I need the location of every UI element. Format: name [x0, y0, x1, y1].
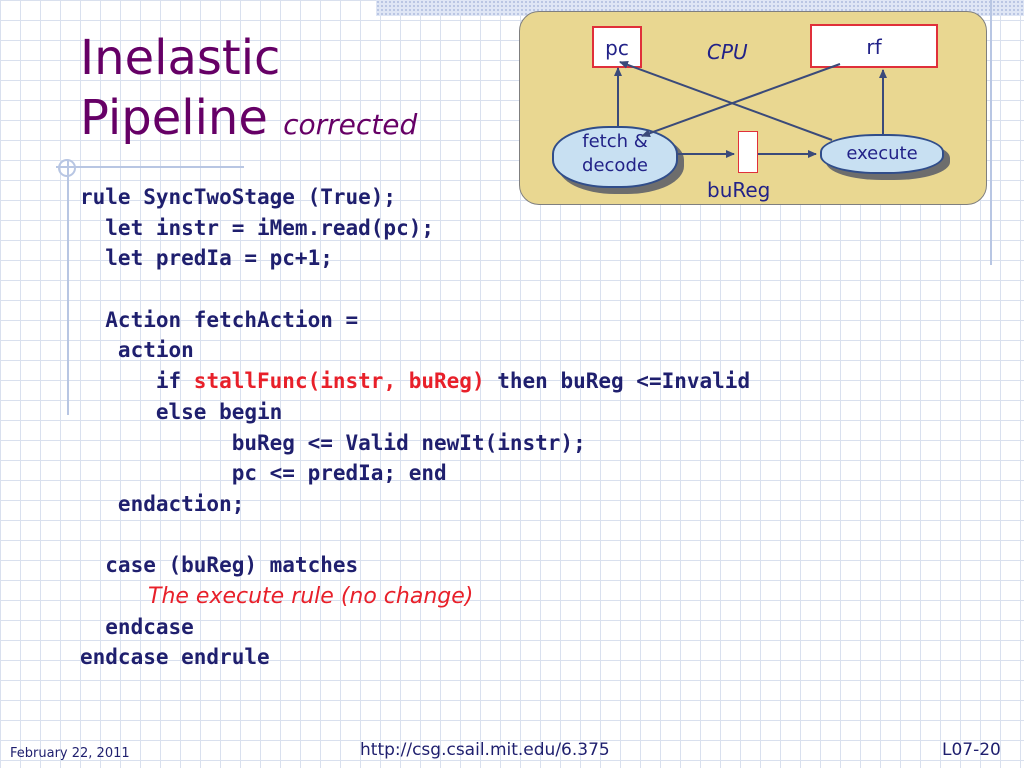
fetch-label-line-2: decode — [582, 155, 648, 176]
code-listing: rule SyncTwoStage (True); let instr = iM… — [80, 182, 750, 673]
bureg-label: buReg — [707, 178, 771, 202]
decorative-circle — [58, 159, 76, 177]
arrow-rf-to-fetch — [641, 63, 841, 138]
left-vertical-rule — [67, 160, 69, 415]
code-if-prefix: if — [80, 369, 194, 394]
code-line: Action fetchAction = — [80, 307, 359, 332]
code-line: buReg <= Valid newIt(instr); — [80, 430, 586, 455]
fetch-label-line-1: fetch & — [582, 131, 648, 152]
code-line: case (buReg) matches — [80, 553, 359, 578]
code-line: endaction; — [80, 491, 245, 516]
code-line: let instr = iMem.read(pc); — [80, 215, 435, 240]
code-line: pc <= predIa; end — [80, 461, 447, 486]
rf-register-box: rf — [810, 24, 938, 68]
code-line-if: if stallFunc(instr, buReg) then buReg <=… — [80, 366, 750, 397]
code-line: endcase endrule — [80, 645, 270, 670]
code-if-suffix: then buReg <=Invalid — [484, 369, 751, 394]
right-vertical-rule — [990, 0, 992, 265]
pc-label: pc — [605, 36, 629, 60]
slide-number: L07-20 — [942, 740, 1001, 760]
code-blank-line — [80, 274, 750, 305]
code-note: The execute rule (no change) — [148, 583, 474, 609]
execute-cloud: execute — [820, 134, 944, 174]
code-line: let predIa = pc+1; — [80, 246, 333, 271]
fetch-decode-cloud: fetch & decode — [552, 126, 678, 188]
code-line: else begin — [80, 399, 283, 424]
code-line: rule SyncTwoStage (True); — [80, 185, 397, 209]
execute-label: execute — [846, 143, 918, 164]
code-blank-line — [80, 520, 750, 551]
title-line-1: Inelastic — [80, 30, 281, 86]
bureg-register-box — [738, 131, 758, 173]
arrow-execute-to-pc — [619, 61, 833, 141]
slide-title: Inelastic Pipeline corrected — [80, 28, 417, 155]
footer-url[interactable]: http://csg.csail.mit.edu/6.375 — [360, 740, 610, 760]
code-stall-condition: stallFunc(instr, buReg) — [193, 369, 485, 394]
cpu-label: CPU — [707, 40, 748, 64]
code-line: action — [80, 338, 194, 363]
title-subtitle: corrected — [283, 108, 418, 141]
code-line: endcase — [80, 614, 194, 639]
title-line-2: Pipeline — [80, 90, 268, 146]
title-underline-rule — [56, 166, 244, 168]
footer-date: February 22, 2011 — [10, 746, 130, 761]
code-note-line: The execute rule (no change) — [80, 581, 750, 612]
rf-label: rf — [866, 35, 882, 59]
